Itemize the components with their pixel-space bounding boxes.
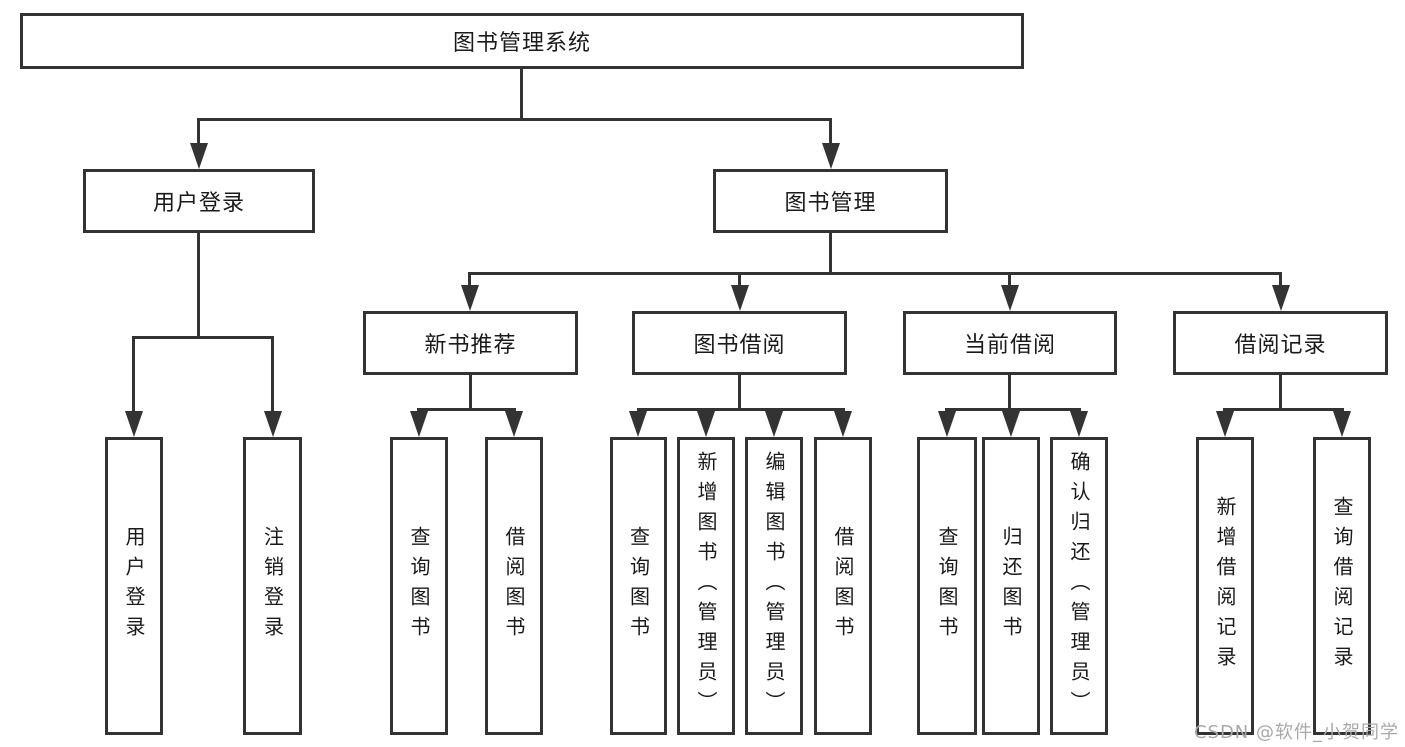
connector-level2-branch — [468, 272, 1282, 275]
connector-borrowing-records-down — [1279, 375, 1282, 411]
leaf-add-book-admin: 新增图书（管理员） — [677, 437, 735, 735]
leaf-edit-book-admin: 编辑图书（管理员） — [745, 437, 803, 735]
connector-book-borrowing-down — [738, 375, 741, 411]
connector-level2-stem — [1008, 272, 1011, 288]
leaf-confirm-return-admin: 确认归还（管理员） — [1050, 437, 1108, 735]
node-label: 查询图书 — [407, 526, 431, 646]
connector-new-book-down — [469, 375, 472, 411]
arrow-down-icon — [125, 411, 143, 437]
node-label: 图书管理系统 — [452, 31, 591, 56]
node-label: 借阅记录 — [1234, 333, 1327, 358]
arrow-down-icon — [834, 411, 852, 437]
arrow-down-icon — [629, 411, 647, 437]
connector-leaf-stem — [271, 336, 274, 414]
arrow-down-icon — [731, 285, 749, 311]
arrow-down-icon — [938, 411, 956, 437]
node-label: 图书管理 — [784, 191, 877, 216]
node-new-book-recommendation: 新书推荐 — [363, 311, 578, 375]
node-label: 图书借阅 — [693, 333, 786, 358]
node-label: 借阅图书 — [831, 526, 855, 646]
connector-user-login-down — [197, 232, 200, 339]
connector-level2-stem — [468, 272, 471, 288]
node-label: 新增借阅记录 — [1213, 496, 1237, 676]
arrow-down-icon — [190, 143, 208, 169]
node-label: 查询借阅记录 — [1330, 496, 1354, 676]
node-current-borrowing: 当前借阅 — [903, 311, 1117, 375]
connector-book-management-stem — [829, 118, 832, 145]
node-label: 借阅图书 — [502, 526, 526, 646]
node-label: 查询图书 — [935, 526, 959, 646]
arrow-down-icon — [1070, 411, 1088, 437]
watermark: CSDN @软件_小贺同学 — [1193, 722, 1399, 743]
arrow-down-icon — [264, 411, 282, 437]
arrow-down-icon — [1002, 411, 1020, 437]
leaf-query-books-current: 查询图书 — [917, 437, 977, 735]
leaf-query-borrow-record: 查询借阅记录 — [1313, 437, 1371, 735]
connector-root-stem — [520, 69, 523, 118]
connector-level1-branch — [197, 118, 831, 121]
node-label: 当前借阅 — [963, 333, 1056, 358]
arrow-down-icon — [410, 411, 428, 437]
node-label: 用户登录 — [122, 526, 146, 646]
node-book-management: 图书管理 — [713, 169, 948, 233]
connector-leaf-stem — [132, 336, 135, 414]
node-label: 新书推荐 — [424, 333, 517, 358]
connector-level2-stem — [738, 272, 741, 288]
leaf-query-books-borrowing: 查询图书 — [610, 437, 667, 735]
arrow-down-icon — [822, 143, 840, 169]
connector-level2-stem — [1279, 272, 1282, 288]
node-label: 确认归还（管理员） — [1067, 451, 1091, 721]
arrow-down-icon — [1333, 411, 1351, 437]
node-book-borrowing: 图书借阅 — [632, 311, 847, 375]
node-label: 查询图书 — [626, 526, 651, 646]
node-user-login: 用户登录 — [83, 169, 315, 233]
leaf-logout: 注销登录 — [243, 437, 302, 735]
connector-book-management-down — [829, 232, 832, 275]
arrow-down-icon — [1216, 411, 1234, 437]
arrow-down-icon — [1001, 285, 1019, 311]
connector-borrowing-records-branch — [1223, 408, 1344, 411]
arrow-down-icon — [697, 411, 715, 437]
node-borrowing-records: 借阅记录 — [1173, 311, 1388, 375]
leaf-user-login: 用户登录 — [105, 437, 163, 735]
node-label: 注销登录 — [260, 526, 285, 646]
node-label: 新增图书（管理员） — [694, 451, 718, 721]
node-label: 用户登录 — [152, 191, 245, 216]
connector-new-book-branch — [417, 408, 516, 411]
connector-book-borrowing-branch — [637, 408, 845, 411]
arrow-down-icon — [461, 285, 479, 311]
node-label: 归还图书 — [999, 526, 1023, 646]
leaf-return-books: 归还图书 — [982, 437, 1040, 735]
connector-user-login-branch — [132, 336, 274, 339]
node-label: 编辑图书（管理员） — [762, 451, 786, 721]
leaf-query-books-recommend: 查询图书 — [390, 437, 448, 735]
connector-current-borrowing-branch — [945, 408, 1081, 411]
arrow-down-icon — [1272, 285, 1290, 311]
node-library-management-system: 图书管理系统 — [20, 13, 1024, 69]
leaf-add-borrow-record: 新增借阅记录 — [1196, 437, 1254, 735]
leaf-borrow-books-recommend: 借阅图书 — [485, 437, 543, 735]
arrow-down-icon — [765, 411, 783, 437]
leaf-borrow-books-borrowing: 借阅图书 — [814, 437, 872, 735]
connector-user-login-stem — [197, 118, 200, 145]
connector-current-borrowing-down — [1008, 375, 1011, 411]
arrow-down-icon — [505, 411, 523, 437]
